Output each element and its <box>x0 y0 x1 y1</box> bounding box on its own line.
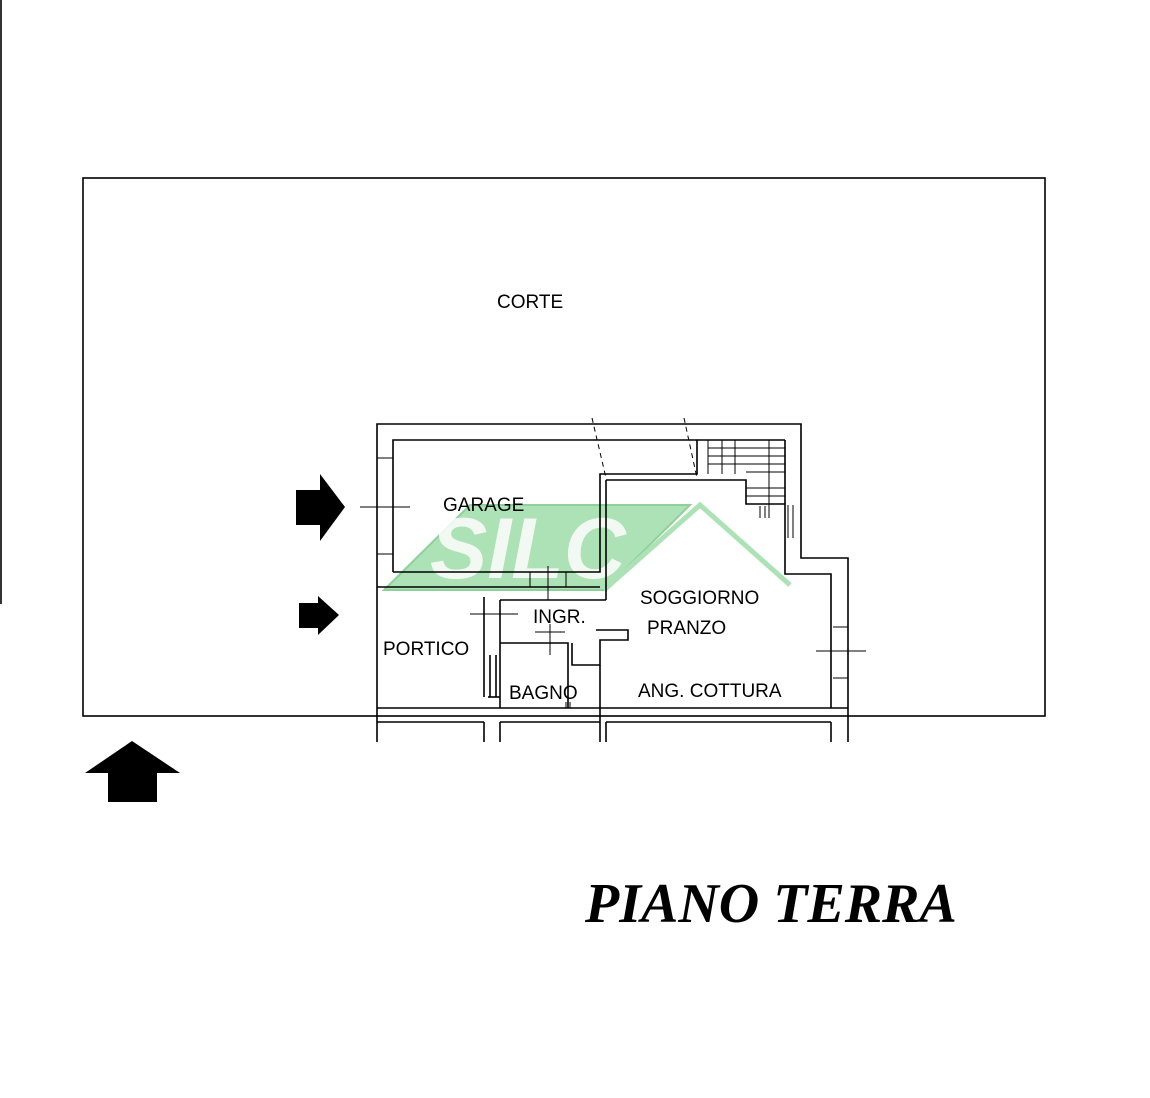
staircase <box>707 440 785 518</box>
living-inner-wall <box>606 479 785 505</box>
dashed-line-1 <box>591 417 607 479</box>
page-title: PIANO TERRA <box>584 873 957 935</box>
courtyard-boundary <box>82 177 1046 717</box>
portico-entry-arrow-icon <box>299 596 339 635</box>
garage-inner-wall <box>392 439 698 573</box>
stair-wall <box>784 440 832 708</box>
ingr-corridor-wall <box>571 629 629 666</box>
svg-text:SILC: SILC <box>430 501 628 597</box>
garage-entry-arrow-icon <box>296 474 345 541</box>
bagno-wall <box>500 642 569 708</box>
dashed-line-2 <box>683 417 698 479</box>
watermark-logo: SILC <box>381 501 792 597</box>
room-label-bagno: BAGNO <box>509 683 578 704</box>
room-label-pranzo: PRANZO <box>647 618 726 639</box>
building-outline <box>376 423 849 742</box>
room-label-soggiorno: SOGGIORNO <box>640 588 759 609</box>
room-label-garage: GARAGE <box>443 495 524 516</box>
room-label-ang-cottura: ANG. COTTURA <box>638 681 782 702</box>
room-label-portico: PORTICO <box>383 639 469 660</box>
north-arrow-icon <box>85 741 180 802</box>
room-label-ingr: INGR. <box>533 607 586 628</box>
room-label-corte: CORTE <box>497 292 563 313</box>
